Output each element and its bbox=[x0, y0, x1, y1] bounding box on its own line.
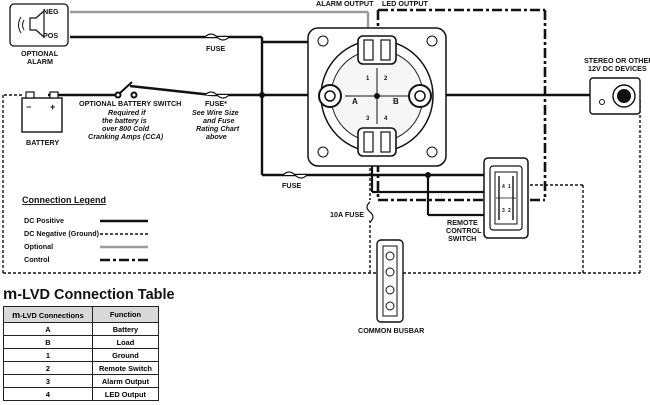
junction-dot bbox=[259, 92, 265, 98]
pos-label: POS bbox=[43, 31, 58, 40]
battery-icon: − + bbox=[21, 91, 63, 133]
optional-switch-label: OPTIONAL BATTERY SWITCH bbox=[79, 99, 181, 108]
cell-connection: B bbox=[3, 335, 93, 349]
switch-note-4: Cranking Amps (CCA) bbox=[88, 132, 164, 141]
fuse-icon bbox=[204, 91, 230, 99]
svg-text:2: 2 bbox=[508, 208, 511, 214]
cell-connection: 3 bbox=[3, 374, 93, 388]
remote-switch-icon: 4 1 3 2 bbox=[483, 157, 529, 239]
alarm-icon bbox=[9, 3, 69, 47]
remote-switch-label: REMOTE bbox=[447, 218, 478, 227]
switch-note-2: the battery is bbox=[102, 116, 147, 125]
svg-text:−: − bbox=[26, 102, 31, 112]
fuse-label-remote: FUSE bbox=[282, 181, 301, 190]
legend-label-dc-positive: DC Positive bbox=[24, 216, 64, 225]
fuse-label-top: FUSE bbox=[206, 44, 225, 53]
m-lvd-module bbox=[307, 27, 447, 167]
table-title: m-LVD Connection Table bbox=[3, 286, 175, 304]
junction-dot bbox=[425, 172, 431, 178]
col-header-prefix: m bbox=[12, 309, 21, 320]
stereo-label-2: 12V DC DEVICES bbox=[588, 64, 647, 73]
switch-note-3: over 800 Cold bbox=[102, 124, 150, 133]
battery-label: BATTERY bbox=[26, 138, 59, 147]
cell-function: Remote Switch bbox=[91, 361, 160, 375]
optional-alarm-label-2: ALARM bbox=[27, 57, 53, 66]
fuse-star-label: FUSE* bbox=[205, 99, 227, 108]
legend-label-optional: Optional bbox=[24, 242, 53, 251]
alarm-output-label: ALARM OUTPUT bbox=[316, 0, 374, 8]
battery-switch-icon bbox=[114, 81, 138, 99]
terminal-3-label: 3 bbox=[366, 116, 370, 122]
legend-title: Connection Legend bbox=[22, 195, 106, 205]
col-header-function: Function bbox=[91, 306, 160, 323]
table-title-rest: -LVD Connection Table bbox=[17, 287, 175, 303]
optional-alarm-label: OPTIONAL bbox=[21, 49, 59, 58]
remote-switch-label-2: CONTROL bbox=[446, 226, 482, 235]
col-header-rest: -LVD Connections bbox=[20, 310, 84, 320]
led-output-label: LED OUTPUT bbox=[382, 0, 429, 8]
fuse-note-2: and Fuse bbox=[203, 116, 235, 125]
cell-function: LED Output bbox=[91, 387, 160, 401]
svg-text:3: 3 bbox=[502, 208, 505, 214]
connection-legend: Connection Legend DC Positive DC Negativ… bbox=[22, 195, 148, 264]
cell-connection: 4 bbox=[3, 387, 93, 401]
terminal-4-label: 4 bbox=[384, 116, 388, 122]
cell-function: Alarm Output bbox=[91, 374, 160, 388]
neg-label: NEG bbox=[43, 7, 59, 16]
stereo-label: STEREO OR OTHER bbox=[584, 56, 650, 65]
cell-function: Battery bbox=[91, 322, 160, 336]
svg-text:+: + bbox=[50, 102, 55, 112]
cell-connection: A bbox=[3, 322, 93, 336]
terminal-1-label: 1 bbox=[366, 76, 370, 82]
legend-label-control: Control bbox=[24, 255, 50, 264]
cell-function: Ground bbox=[91, 348, 160, 362]
svg-text:4: 4 bbox=[502, 184, 505, 190]
cell-connection: 1 bbox=[3, 348, 93, 362]
common-busbar-icon bbox=[376, 239, 404, 323]
fuse-icon bbox=[366, 201, 374, 223]
fuse-icon bbox=[282, 171, 308, 179]
svg-text:1: 1 bbox=[508, 184, 511, 190]
terminal-b-label: B bbox=[393, 97, 399, 106]
legend-label-dc-negative: DC Negative (Ground) bbox=[24, 229, 100, 238]
col-header-connections: m-LVD Connections bbox=[3, 306, 93, 323]
busbar-label: COMMON BUSBAR bbox=[358, 326, 425, 335]
fuse-icon bbox=[204, 33, 230, 41]
switch-note: Required if bbox=[108, 108, 146, 117]
fuse-note-3: Rating Chart bbox=[196, 124, 240, 133]
fuse-note: See Wire Size bbox=[192, 108, 239, 117]
stereo-device-icon bbox=[589, 77, 641, 115]
cell-function: Load bbox=[91, 335, 160, 349]
terminal-2-label: 2 bbox=[384, 76, 388, 82]
cell-connection: 2 bbox=[3, 361, 93, 375]
table-title-prefix: m bbox=[3, 286, 18, 303]
table-header-row: m-LVD Connections Function bbox=[3, 306, 160, 323]
fuse-10a-label: 10A FUSE bbox=[330, 210, 364, 219]
remote-switch-label-3: SWITCH bbox=[448, 234, 476, 243]
fuse-note-4: above bbox=[206, 132, 227, 141]
terminal-a-label: A bbox=[352, 97, 358, 106]
